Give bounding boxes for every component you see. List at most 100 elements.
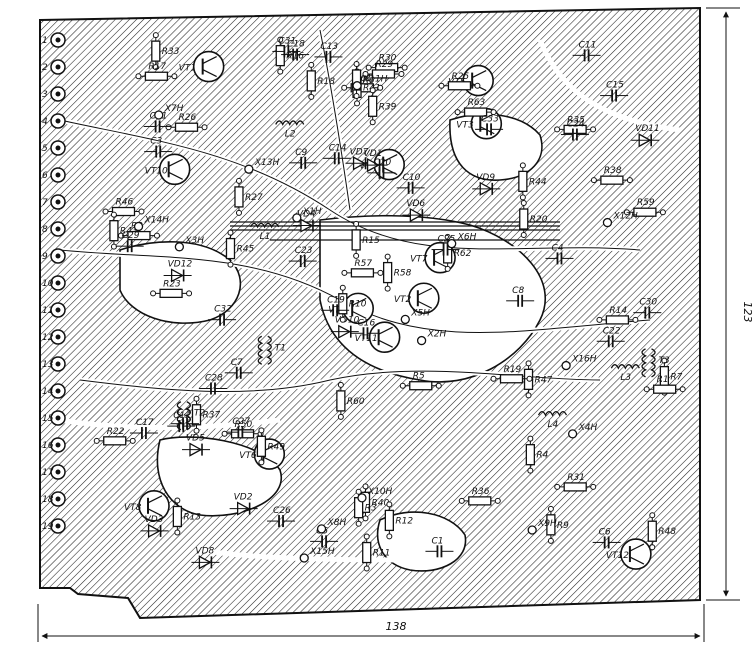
connector-pad: X10H xyxy=(357,487,393,503)
resistor-symbol: R1 xyxy=(643,375,686,394)
transformer-label: T1 xyxy=(275,343,286,353)
capacitor-symbol: C4 xyxy=(545,243,574,265)
resistor-symbol: R22 xyxy=(93,427,136,446)
capacitor-label: C25 xyxy=(438,235,456,245)
capacitor-symbol: C33 xyxy=(475,114,504,136)
edge-pin: 17 xyxy=(42,464,66,480)
resistor-label: R59 xyxy=(637,198,655,208)
resistor-symbol: R19 xyxy=(490,365,533,384)
capacitor-symbol: C29 xyxy=(115,231,144,253)
capacitor-symbol: C27 xyxy=(226,417,255,439)
connector-pad: X4H xyxy=(567,423,598,439)
resistor-symbol: R35 xyxy=(554,115,597,135)
resistor-symbol: R60 xyxy=(336,381,365,420)
resistor-label: R16 xyxy=(286,52,304,62)
resistor-label: R26 xyxy=(179,113,197,123)
diode-label: VD3 xyxy=(145,515,164,525)
resistor-label: R4 xyxy=(536,451,548,461)
connector-pad: X14H xyxy=(133,215,169,232)
resistor-label: R33 xyxy=(162,47,180,57)
resistor-symbol: R10 xyxy=(338,284,367,323)
resistor-label: R45 xyxy=(236,245,254,255)
capacitor-label: C18 xyxy=(287,40,305,50)
capacitor-symbol: C17 xyxy=(129,418,158,440)
diode-symbol: VD8 xyxy=(191,546,220,570)
resistor-label: R49 xyxy=(267,442,285,452)
resistor-label: R5 xyxy=(413,372,425,382)
resistor-symbol: R63 xyxy=(454,98,497,117)
diode-label: VD10 xyxy=(335,316,360,326)
resistor-symbol: R57 xyxy=(341,259,384,278)
capacitor-label: C22 xyxy=(603,326,621,336)
capacitor-label: C23 xyxy=(295,246,313,256)
connector-pad: X5H xyxy=(400,308,430,325)
capacitor-label: C29 xyxy=(122,231,140,241)
inductor-symbol: L3 xyxy=(610,364,640,383)
diode-symbol: VD3 xyxy=(140,515,169,539)
capacitor-symbol: C15 xyxy=(600,81,629,102)
edge-pin: 9 xyxy=(42,248,66,264)
capacitor-label: C28 xyxy=(205,374,223,384)
connector-pad: X15H xyxy=(299,547,335,563)
resistor-symbol: R45 xyxy=(225,229,254,268)
edge-pin-label: 15 xyxy=(42,414,54,424)
diode-label: VD7 xyxy=(350,147,369,157)
connector-label: X9H xyxy=(537,519,557,529)
diode-label: VD11 xyxy=(635,124,660,134)
transistor-symbol: VT10 xyxy=(145,153,191,186)
resistor-label: R58 xyxy=(394,269,412,279)
capacitor-symbol: C23 xyxy=(288,246,317,268)
connector-pad: X3H xyxy=(174,236,204,252)
capacitor-label: C30 xyxy=(639,298,657,308)
edge-pin-label: 6 xyxy=(42,171,48,181)
resistor-label: R38 xyxy=(604,166,622,176)
resistor-label: R35 xyxy=(567,115,585,125)
capacitor-label: C10 xyxy=(403,173,421,183)
transistor-label: VT1 xyxy=(179,64,196,74)
connector-label: X7H xyxy=(164,104,184,114)
resistor-symbol: R58 xyxy=(382,253,412,292)
resistor-symbol: R29 xyxy=(362,60,405,79)
capacitor-symbol: C9 xyxy=(289,148,318,169)
resistor-label: R22 xyxy=(107,427,125,437)
resistor-label: R62 xyxy=(454,249,472,259)
resistor-symbol: R16 xyxy=(275,36,304,75)
transistor-label: VT12 xyxy=(606,551,629,561)
resistor-symbol: R59 xyxy=(623,198,666,217)
resistor-label: R13 xyxy=(183,512,201,522)
capacitor-symbol: C7 xyxy=(224,358,253,379)
capacitor-label: C13 xyxy=(320,42,338,52)
capacitor-label: C16 xyxy=(357,318,375,328)
resistor-label: R44 xyxy=(529,177,547,187)
capacitor-label: C2 xyxy=(177,409,189,419)
resistor-label: R30 xyxy=(379,54,397,64)
capacitor-label: C1 xyxy=(431,536,443,546)
edge-pin: 4 xyxy=(42,113,66,129)
edge-pin-label: 11 xyxy=(42,306,53,316)
edge-pin-label: 4 xyxy=(42,117,48,127)
connector-pad: X2H xyxy=(416,330,446,346)
capacitor-symbol: C30 xyxy=(633,298,662,319)
edge-pin-label: 12 xyxy=(42,333,54,343)
capacitor-label: C32 xyxy=(214,305,232,315)
transformer-symbol: T1 xyxy=(257,335,286,365)
edge-pin: 13 xyxy=(42,356,66,372)
resistor-label: R29 xyxy=(375,60,393,70)
resistor-label: R37 xyxy=(202,411,220,421)
capacitor-label: C11 xyxy=(579,40,597,50)
connector-label: X1H xyxy=(302,207,322,217)
edge-pin: 5 xyxy=(42,140,66,156)
connector-pad: X1H xyxy=(292,207,322,223)
inductor-symbol: L2 xyxy=(275,120,305,139)
capacitor-label: C33 xyxy=(481,114,499,124)
transistor-label: VT8 xyxy=(124,503,142,513)
capacitor-label: C12 xyxy=(173,411,191,421)
resistor-symbol: R31 xyxy=(554,473,597,492)
diode-symbol: VD10 xyxy=(330,316,360,339)
edge-pin: 19 xyxy=(42,518,66,534)
connector-label: X4H xyxy=(578,423,598,433)
edge-pin-label: 1 xyxy=(42,36,48,46)
resistor-symbol: R38 xyxy=(590,166,633,185)
capacitor-symbol: C32 xyxy=(208,305,237,326)
